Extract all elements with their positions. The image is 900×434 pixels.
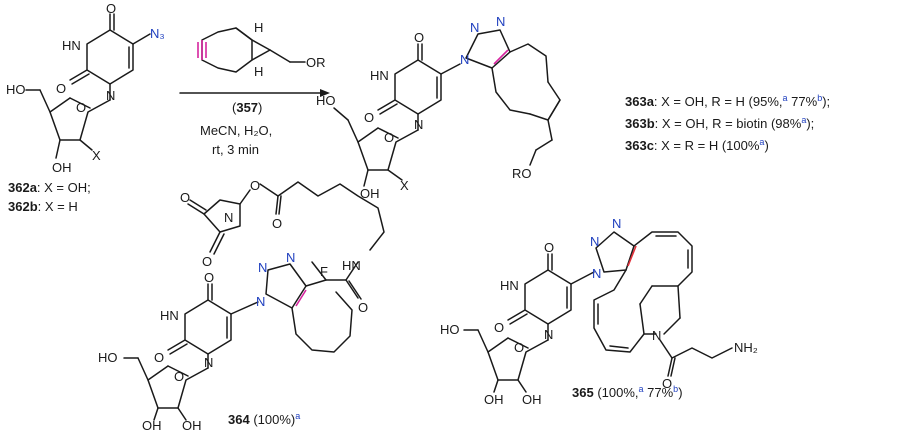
atom-o: O [414,30,424,45]
atom-n: N [106,88,115,103]
atom-o: O [174,369,184,384]
atom-oh: OH [522,392,542,407]
atom-oh: OH [52,160,72,175]
conditions-label: rt, 3 min [212,142,259,157]
label-363c: 363c: X = R = H (100%a) [625,137,769,153]
atom-o: O [494,320,504,335]
compound-364-structure [123,181,385,421]
atom-n: N [286,250,295,265]
atom-o: O [154,350,164,365]
atom-hn: HN [160,308,179,323]
atom-n: N [460,52,469,67]
atom-o: O [204,270,214,285]
atom-n: N [592,266,601,281]
solvent-label: MeCN, H₂O, [200,123,272,138]
atom-n: N [414,117,423,132]
reaction-arrowhead [320,89,330,97]
atom-n: N [224,210,233,225]
compound-362-structure [25,13,151,159]
atom-oh: OH [484,392,504,407]
atom-o: O [364,110,374,125]
atom-o: O [358,300,368,315]
atom-ho: HO [440,322,460,337]
atom-n: N [544,327,553,342]
label-362a: 362a: X = OH; [8,180,91,195]
atom-n: N [652,328,661,343]
atom-x: X [400,178,409,193]
atom-nh2: NH₂ [734,340,758,355]
atom-hn: HN [370,68,389,83]
label-363a: 363a: X = OH, R = H (95%,a 77%b); [625,93,830,109]
atom-n: N [590,234,599,249]
atom-h: H [254,20,263,35]
atom-n: N [258,260,267,275]
atom-o: O [76,100,86,115]
atom-oh: OH [360,186,380,201]
atom-n: N [496,14,505,29]
atom-hn: HN [342,258,361,273]
atom-ho: HO [98,350,118,365]
atom-h: H [254,64,263,79]
atom-o: O [662,376,672,391]
atom-hn: HN [62,38,81,53]
atom-o: O [514,340,524,355]
reagent-label: (357) [232,100,262,115]
atom-o: O [56,81,66,96]
atom-o: O [180,190,190,205]
atom-x: X [92,148,101,163]
atom-ro: RO [512,166,532,181]
reagent-357-structure [197,27,306,73]
atom-o: O [106,1,116,16]
atom-f: F [320,264,328,279]
atom-o: O [202,254,212,269]
atom-n: N [204,355,213,370]
atom-n3: N₃ [150,26,165,41]
atom-o: O [384,130,394,145]
atom-o: O [250,178,260,193]
atom-oh: OH [142,418,162,433]
atom-o: O [272,216,282,231]
atom-or: OR [306,55,326,70]
label-362b: 362b: X = H [8,199,78,214]
atom-ho: HO [316,93,336,108]
compound-365-structure [463,231,733,393]
compound-363-structure [333,29,561,187]
label-364: 364 (100%)a [228,411,300,427]
atom-o: O [544,240,554,255]
atom-n: N [612,216,621,231]
atom-hn: HN [500,278,519,293]
atom-ho: HO [6,82,26,97]
atom-n: N [256,294,265,309]
label-363b: 363b: X = OH, R = biotin (98%a); [625,115,814,131]
atom-oh: OH [182,418,202,433]
atom-n: N [470,20,479,35]
label-365: 365 (100%,a 77%b) [572,384,683,400]
